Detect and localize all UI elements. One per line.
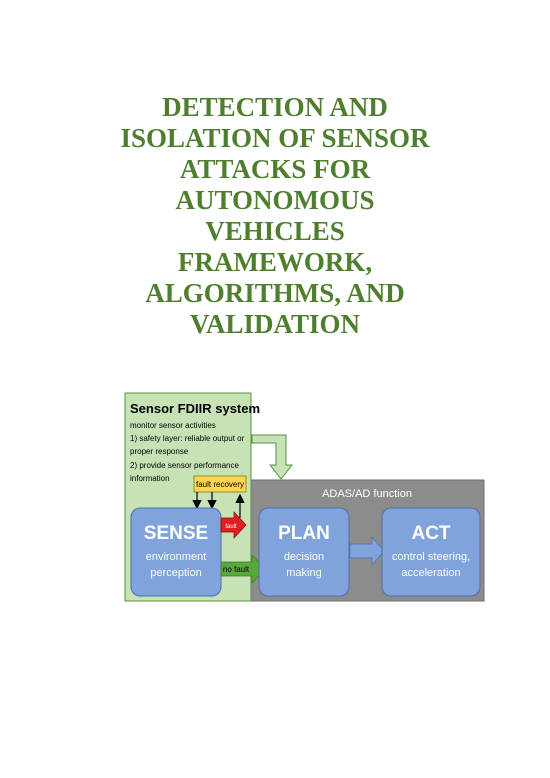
fdiir-desc-line: 2) provide sensor performance	[130, 461, 239, 470]
fault-recovery-box	[193, 475, 247, 493]
sense-title: SENSE	[144, 523, 208, 544]
plan-title: PLAN	[278, 523, 330, 544]
plan-line2: making	[286, 567, 321, 579]
monitor-arrow	[251, 434, 294, 480]
fault-recovery-label: fault recovery	[196, 480, 244, 489]
sense-line1: environment	[146, 551, 207, 563]
plan-to-act-arrow	[349, 536, 385, 566]
sense-line2: perception	[150, 567, 201, 579]
no-fault-label: no fault	[223, 565, 250, 574]
fdiir-desc-line: 1) safety layer: reliable output or	[130, 434, 245, 443]
fdiir-desc-line: monitor sensor activities	[130, 421, 216, 430]
title-line: ATTACKS FOR	[179, 154, 371, 184]
act-block	[381, 507, 481, 597]
act-title: ACT	[411, 523, 450, 544]
title-line: ISOLATION OF SENSOR	[120, 123, 430, 153]
fdiir-desc-line: information	[130, 474, 170, 483]
act-line2: acceleration	[401, 567, 460, 579]
title-line: VEHICLES	[205, 216, 345, 246]
plan-line1: decision	[284, 551, 324, 563]
title-line: AUTONOMOUS	[175, 185, 375, 215]
title-line: ALGORITHMS, AND	[145, 278, 405, 308]
fdiir-desc-line: proper response	[130, 447, 189, 456]
title-line: VALIDATION	[189, 309, 361, 339]
act-line1: control steering,	[392, 551, 470, 563]
fault-label: fault	[225, 524, 237, 530]
fdiir-title: Sensor FDIIR system	[130, 401, 260, 416]
title-line: FRAMEWORK,	[177, 247, 373, 277]
sense-block	[130, 507, 222, 597]
plan-block	[258, 507, 350, 597]
title-line: DETECTION AND	[162, 92, 388, 122]
adas-title: ADAS/AD function	[322, 488, 412, 500]
cover-title: DETECTION AND ISOLATION OF SENSOR ATTACK…	[60, 92, 490, 340]
fault-arrow	[220, 511, 247, 539]
